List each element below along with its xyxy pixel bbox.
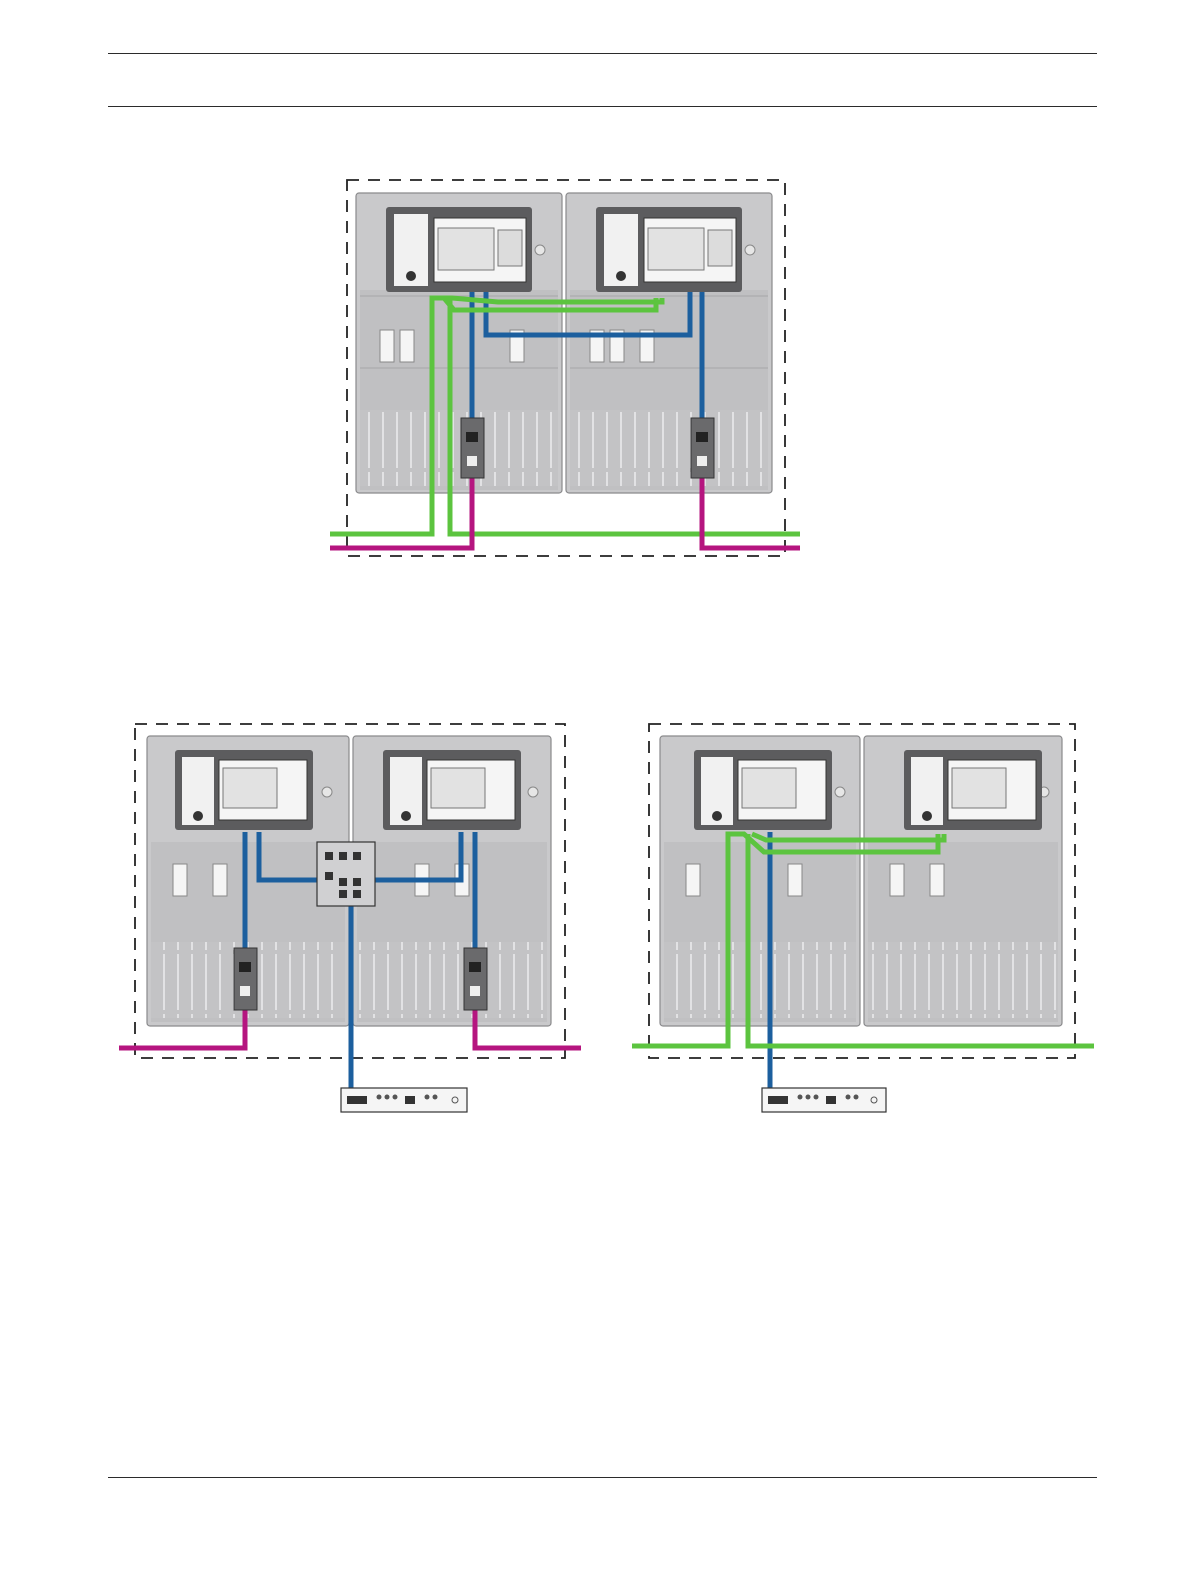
header-rule-bottom bbox=[108, 106, 1097, 107]
network-router-icon bbox=[762, 1088, 886, 1112]
diagram-bottom-left bbox=[115, 712, 590, 1122]
header-rule-top bbox=[108, 53, 1097, 54]
network-router-icon bbox=[341, 1088, 467, 1112]
fire-panel-controller-icon bbox=[596, 207, 742, 292]
network-adapter-icon bbox=[464, 948, 487, 1010]
fire-panel-controller-icon bbox=[694, 750, 832, 830]
fire-panel-controller-icon bbox=[175, 750, 313, 830]
fire-panel-controller-icon bbox=[386, 207, 532, 292]
footer-rule bbox=[108, 1477, 1097, 1478]
diagram-top bbox=[320, 170, 820, 570]
fire-panel-controller-icon bbox=[904, 750, 1042, 830]
diagram-bottom-right bbox=[628, 712, 1103, 1122]
fire-panel-controller-icon bbox=[383, 750, 521, 830]
ethernet-switch-icon bbox=[317, 842, 375, 906]
network-adapter-icon bbox=[691, 418, 714, 478]
network-adapter-icon bbox=[234, 948, 257, 1010]
network-adapter-icon bbox=[461, 418, 484, 478]
